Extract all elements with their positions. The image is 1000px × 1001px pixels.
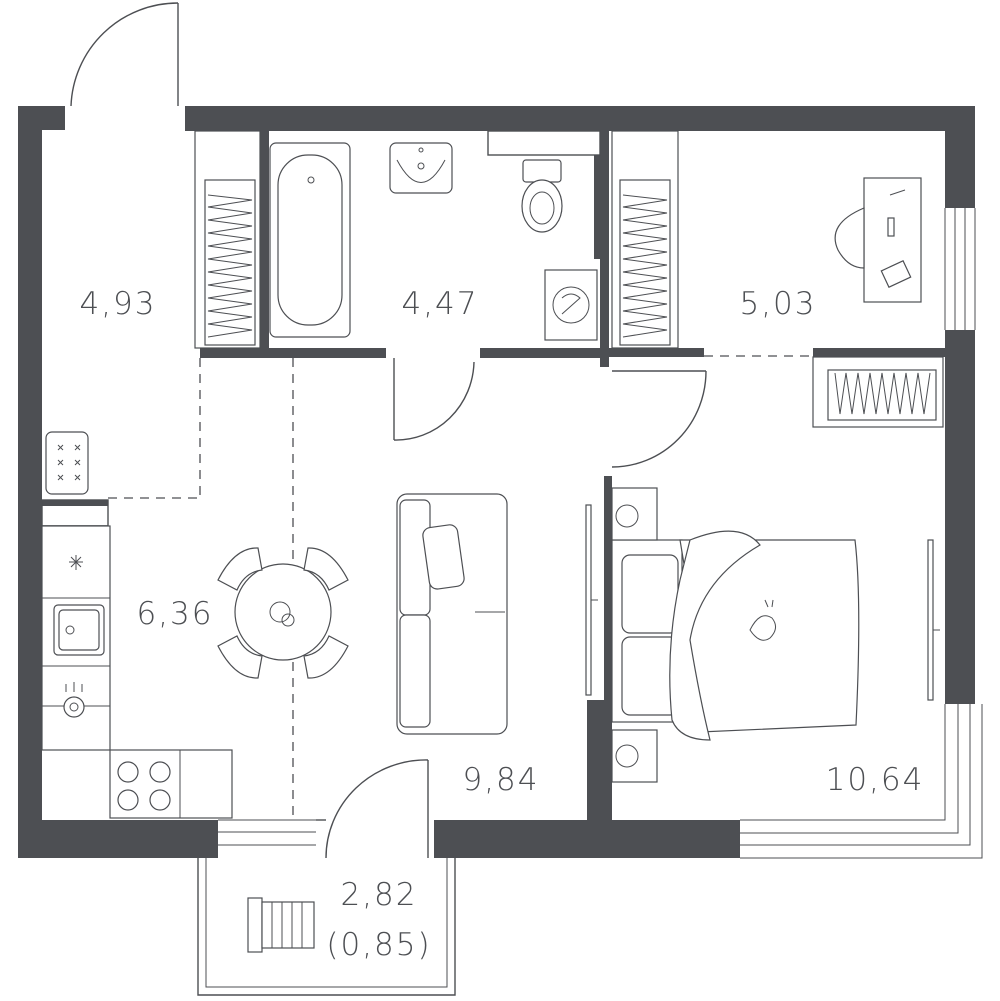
washing-machine xyxy=(544,269,598,341)
bathroom-area-label: 4,47 xyxy=(401,286,478,322)
nightstand-top xyxy=(611,487,658,541)
toilet xyxy=(521,159,563,233)
window-right-upper xyxy=(944,208,976,330)
wall-top xyxy=(185,106,975,131)
wardrobe-shelf xyxy=(611,130,679,349)
balcony-door xyxy=(316,759,429,859)
wall-left xyxy=(18,106,42,858)
desk xyxy=(834,177,922,303)
wall-wardrobe-bottom-right xyxy=(813,348,945,357)
wardrobe-area-label: 5,03 xyxy=(739,286,816,322)
wall-bottom-middle xyxy=(434,820,610,858)
living-area-label: 9,84 xyxy=(462,762,539,798)
kitchen-sink xyxy=(53,604,105,656)
range-hood xyxy=(63,682,85,718)
walls xyxy=(18,106,975,858)
balcony xyxy=(197,858,456,996)
bedroom-door xyxy=(611,370,707,468)
wall-right-middle xyxy=(945,330,975,704)
wall-bath-right xyxy=(600,131,609,367)
wall-bath-inner xyxy=(594,155,600,259)
entrance-door xyxy=(70,2,179,107)
balcony-reduced-area-label: (0,85) xyxy=(326,927,431,963)
dining-table xyxy=(217,547,349,679)
doors xyxy=(70,2,707,859)
wall-top-left-stub xyxy=(18,106,65,130)
wall-bedroom-partition-thin xyxy=(604,476,612,706)
wall-bath-bottom-left xyxy=(200,348,386,358)
fridge xyxy=(45,431,89,495)
area-labels: 4,93 4,47 5,03 6,36 9,84 10,64 2,82 (0,8… xyxy=(79,286,925,963)
microwave-icon xyxy=(69,555,83,570)
bathroom-door xyxy=(393,358,475,441)
nightstand-bottom xyxy=(611,729,658,783)
kitchen-area-label: 6,36 xyxy=(136,596,213,632)
dining-chair xyxy=(217,547,349,679)
balcony-area-label: 2,82 xyxy=(340,877,417,913)
window-bedroom-corner xyxy=(740,704,983,859)
cooktop xyxy=(117,761,171,811)
bedroom-wardrobe xyxy=(812,356,944,428)
wall-bath-left xyxy=(260,131,269,353)
living-tv xyxy=(585,504,598,696)
bathtub xyxy=(269,142,351,338)
wall-bath-bottom-right xyxy=(480,348,609,358)
sink xyxy=(389,142,453,194)
wall-right-upper xyxy=(945,106,975,208)
bedroom-area-label: 10,64 xyxy=(826,762,925,798)
hall-area-label: 4,93 xyxy=(79,286,156,322)
wall-bottom-left xyxy=(18,820,218,858)
windows xyxy=(218,208,983,859)
wall-kitchen-niche xyxy=(42,500,108,506)
wall-wardrobe-bottom-left xyxy=(609,348,704,357)
window-kitchen xyxy=(218,819,316,846)
bedroom-tv xyxy=(927,539,940,701)
bed xyxy=(611,530,860,741)
sofa xyxy=(396,493,508,735)
hall-wardrobe xyxy=(194,130,261,349)
wall-bottom-right xyxy=(610,820,740,858)
wall-bedroom-partition-lower xyxy=(587,700,612,830)
balcony-chair xyxy=(247,897,315,953)
